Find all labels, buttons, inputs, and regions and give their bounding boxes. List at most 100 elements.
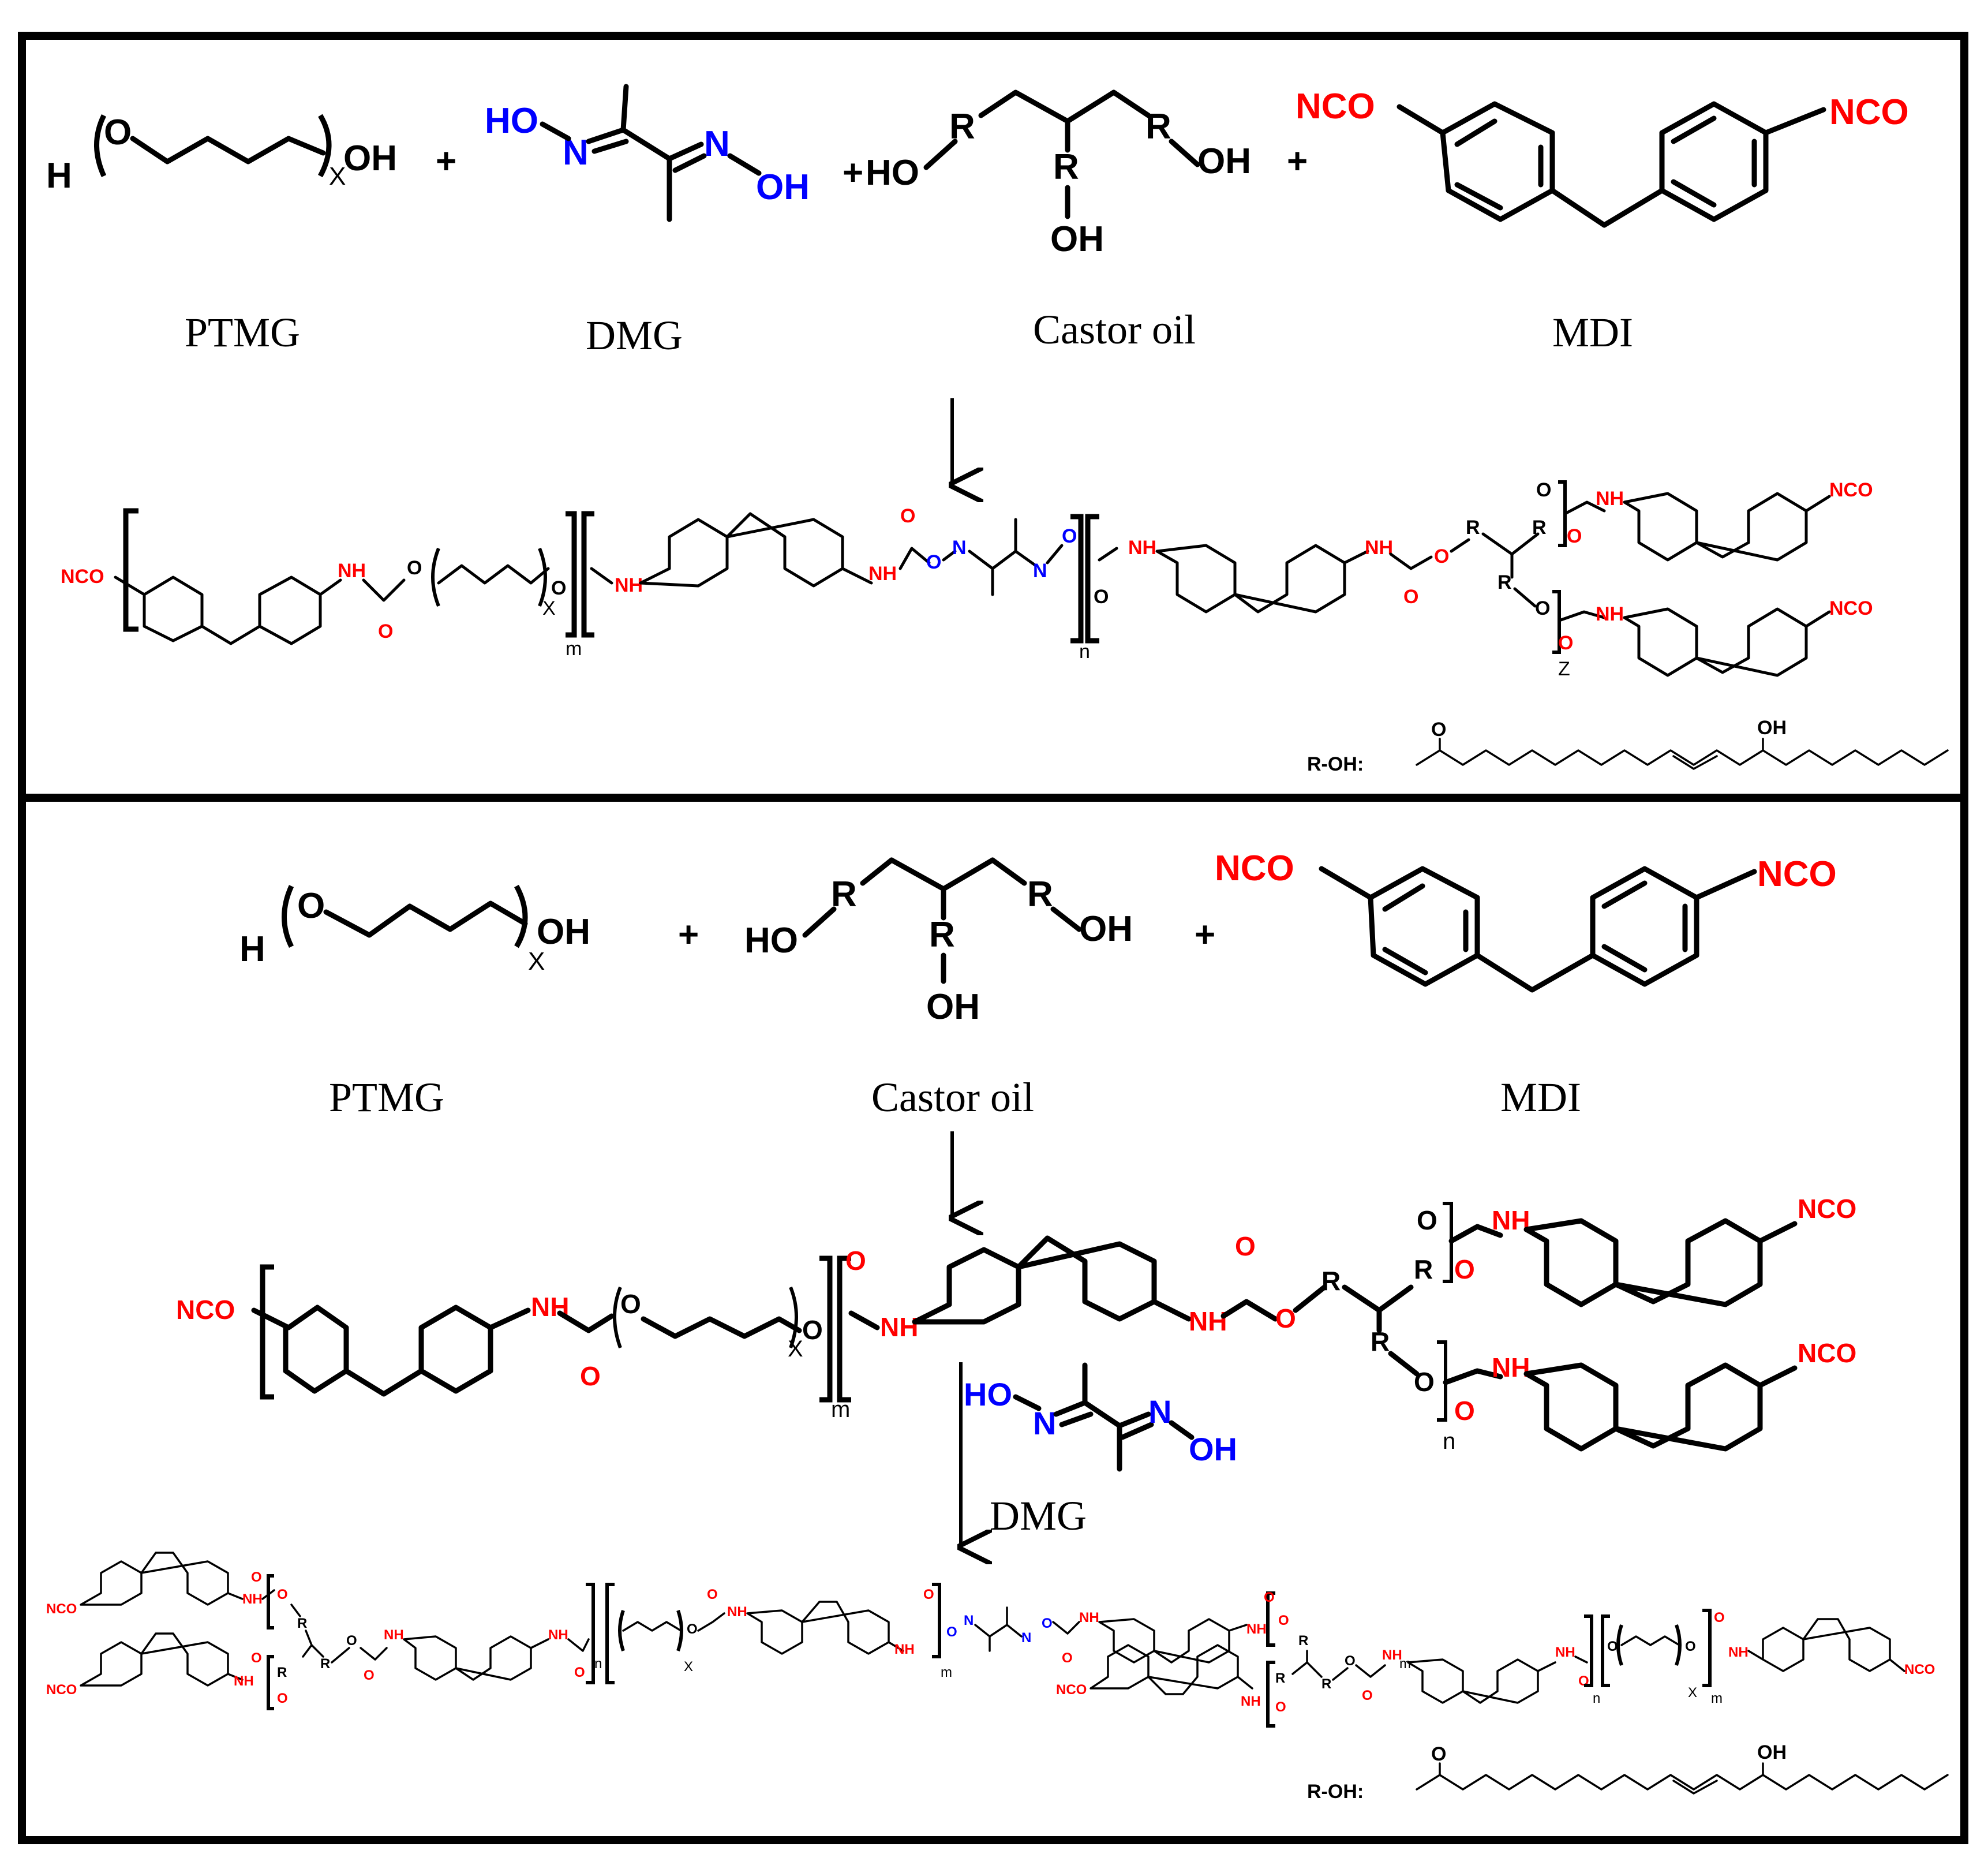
r-atom: R — [1027, 874, 1053, 914]
n-subscript: n — [1443, 1429, 1455, 1454]
o-atom: O — [378, 621, 393, 642]
o-atom: O — [926, 551, 941, 573]
dmg-structure-top: HO N N OH — [485, 84, 810, 222]
prepolymer-structure-bottom: NCO NH O O X O m O NH NH O — [176, 1194, 1856, 1454]
h-atom: H — [46, 156, 72, 196]
castor-oil-structure-bottom: HO R R OH R OH — [744, 857, 1133, 1027]
oh-group: OH — [1757, 717, 1787, 739]
o-atom: O — [251, 1569, 262, 1585]
o-atom: O — [1431, 1743, 1446, 1765]
o-atom: O — [1235, 1231, 1256, 1261]
o-atom: O — [1275, 1699, 1286, 1715]
o-atom: O — [1345, 1653, 1356, 1669]
o-atom: O — [407, 557, 422, 579]
compound-name-ptmg: PTMG — [185, 309, 300, 356]
nco-group: NCO — [1296, 87, 1375, 126]
nh-group: NH — [1382, 1647, 1402, 1663]
nh-group: NH — [1079, 1610, 1099, 1625]
mdi-structure-top: NCO NCO — [1296, 87, 1909, 228]
x-subscript: X — [329, 162, 346, 190]
ptmg-structure-bottom: H O OH X — [239, 884, 590, 976]
nco-group: NCO — [1798, 1338, 1856, 1368]
oh-group: OH — [537, 912, 590, 952]
nco-group: NCO — [176, 1295, 235, 1325]
o-atom: O — [551, 577, 566, 599]
o-atom: O — [620, 1289, 641, 1319]
m-subscript: m — [1711, 1691, 1723, 1706]
o-atom: O — [580, 1361, 601, 1391]
o-atom: O — [1536, 479, 1551, 501]
nh-group: NH — [615, 574, 643, 596]
nh-group: NH — [1492, 1205, 1530, 1235]
o-atom: O — [1685, 1639, 1696, 1654]
oh-group: OH — [1050, 219, 1104, 259]
nco-group: NCO — [1056, 1682, 1087, 1698]
o-atom: O — [1558, 632, 1573, 654]
n-subscript: n — [1079, 641, 1090, 663]
o-atom: O — [1278, 1613, 1289, 1628]
r-atom: R — [1321, 1266, 1341, 1296]
castor-oil-structure-top: HO R R OH R OH — [866, 89, 1251, 259]
z-subscript: Z — [1558, 658, 1570, 680]
oh-group: OH — [1197, 141, 1251, 181]
r-atom: R — [831, 874, 857, 914]
o-atom: O — [1062, 525, 1077, 547]
o-atom: O — [1434, 545, 1449, 567]
o-atom: O — [277, 1691, 288, 1706]
n-atom: N — [1148, 1393, 1171, 1430]
oh-group: OH — [756, 167, 810, 207]
nco-group: NCO — [1798, 1194, 1856, 1224]
m-subscript: m — [1399, 1656, 1411, 1672]
r-oh-label: R-OH: — [1307, 1781, 1364, 1803]
o-atom: O — [1454, 1254, 1475, 1284]
o-atom: O — [707, 1587, 718, 1602]
nh-group: NH — [1365, 537, 1393, 559]
n-atom: N — [704, 124, 730, 164]
r-atom: R — [1298, 1633, 1308, 1649]
nco-group: NCO — [1215, 849, 1294, 888]
oh-group: OH — [343, 139, 397, 178]
prepolymer-structure-top: NCO NH O O X O m NH NH O O — [61, 479, 1873, 680]
nh-group: NH — [1728, 1645, 1749, 1660]
nh-group: NH — [1128, 537, 1156, 559]
o-atom: O — [1607, 1639, 1618, 1654]
nco-group: NCO — [46, 1601, 77, 1617]
compound-name-dmg: DMG — [586, 312, 683, 358]
nh-group: NH — [338, 560, 366, 582]
n-atom: N — [952, 537, 967, 559]
r-oh-structure-bottom: R-OH: O OH — [1307, 1741, 1949, 1803]
r-atom: R — [949, 107, 975, 147]
bottom-panel: H O OH X + HO R R OH R OH + NCO — [46, 849, 1949, 1803]
ptmg-structure-top: H O OH X — [46, 113, 397, 196]
nh-group: NH — [894, 1642, 915, 1657]
r-atom: R — [1371, 1326, 1390, 1356]
r-atom: R — [1275, 1670, 1285, 1686]
r-atom: R — [297, 1616, 307, 1631]
ho-group: HO — [485, 101, 538, 141]
h-atom: H — [239, 929, 265, 969]
o-atom: O — [1275, 1303, 1296, 1333]
reagent-label-dmg: DMG — [990, 1493, 1087, 1539]
n-subscript: n — [1593, 1691, 1600, 1706]
o-atom: O — [104, 113, 132, 152]
o-atom: O — [1264, 1590, 1275, 1605]
o-atom: O — [277, 1587, 288, 1602]
o-atom: O — [1567, 525, 1582, 547]
plus-sign: + — [1287, 141, 1308, 181]
nh-group: NH — [548, 1627, 568, 1643]
bottom-panel-frame — [18, 794, 1968, 1844]
compound-name-castor-oil: Castor oil — [1033, 307, 1196, 353]
ho-group: HO — [964, 1376, 1012, 1412]
o-atom: O — [845, 1246, 866, 1276]
r-atom: R — [1414, 1254, 1433, 1284]
o-atom: O — [297, 886, 325, 926]
r-atom: R — [1053, 147, 1079, 187]
x-subscript: X — [528, 947, 545, 976]
nco-group: NCO — [1829, 92, 1909, 132]
o-atom: O — [1062, 1650, 1073, 1666]
o-atom: O — [1454, 1396, 1475, 1426]
o-atom: O — [1362, 1688, 1373, 1703]
r-oh-label: R-OH: — [1307, 753, 1364, 775]
plus-sign: + — [843, 153, 863, 193]
